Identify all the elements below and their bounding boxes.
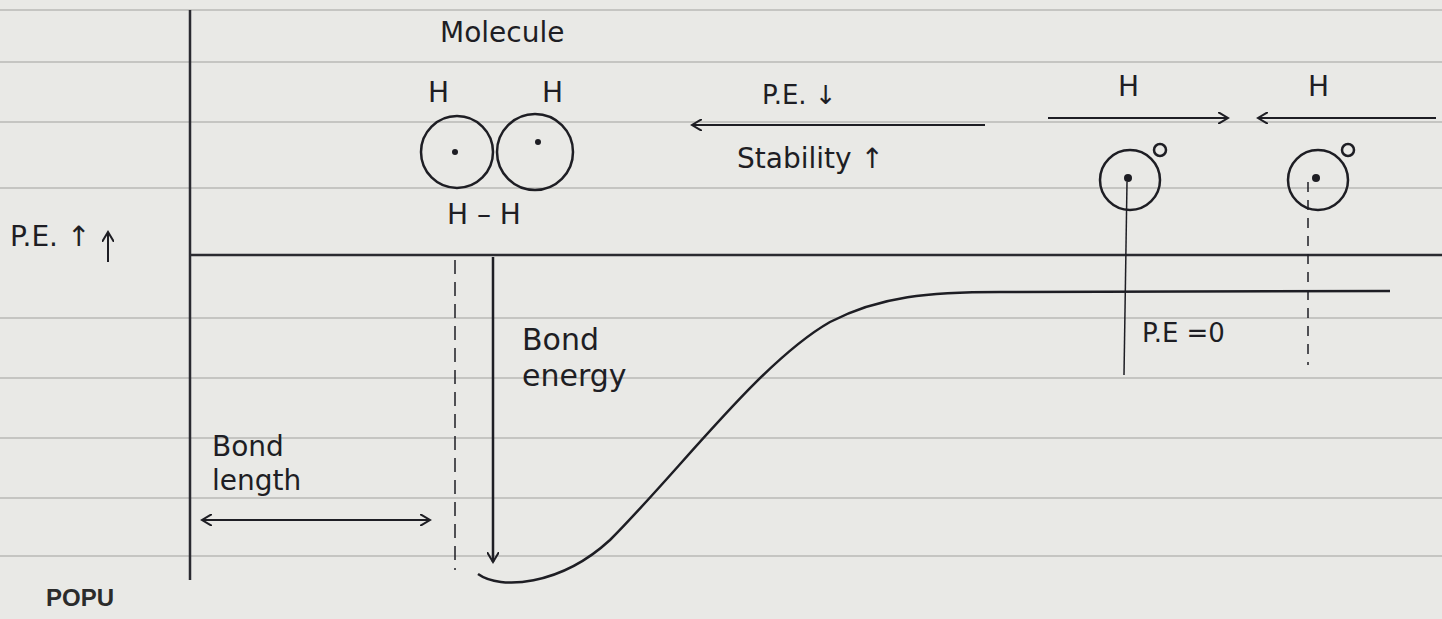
annotation-label: H — [540, 76, 565, 110]
annotation-label: Bond length — [210, 430, 334, 497]
bond-energy-arrow — [492, 257, 495, 562]
annotation-label: POPU — [44, 584, 116, 613]
nucleus-dot — [452, 149, 458, 155]
annotation-label: H — [1116, 70, 1141, 104]
potential-energy-curve — [478, 291, 1390, 583]
annotation-label: H — [426, 76, 451, 110]
x-axis — [190, 254, 1442, 257]
annotation-label: P.E =0 — [1140, 318, 1227, 349]
nucleus-dot — [1124, 174, 1132, 182]
h-atom — [1100, 144, 1354, 210]
stability-arrow — [692, 124, 985, 126]
annotation-label: Stability ↑ — [735, 142, 886, 176]
approach-arrow — [1048, 117, 1228, 119]
annotation-label: H – H — [445, 198, 523, 232]
y-axis — [189, 10, 192, 580]
annotation-label: Bond energy — [520, 322, 664, 394]
annotation-label: P.E. ↑ — [8, 220, 92, 254]
equilibrium-line — [454, 260, 456, 570]
annotation-label: Molecule — [438, 16, 566, 50]
nucleus-dot — [1312, 174, 1320, 182]
approach-arrow — [1258, 117, 1436, 119]
annotation-label: H — [1306, 70, 1331, 104]
pe-up-arrow — [107, 232, 109, 262]
nucleus-dot — [535, 139, 541, 145]
ruled-lines — [0, 10, 1442, 556]
h2-molecule — [421, 114, 573, 190]
annotation-label: P.E. ↓ — [760, 80, 839, 111]
drop-line — [1124, 182, 1127, 375]
drop-line — [1307, 182, 1309, 365]
bond-length-arrow — [202, 519, 430, 521]
